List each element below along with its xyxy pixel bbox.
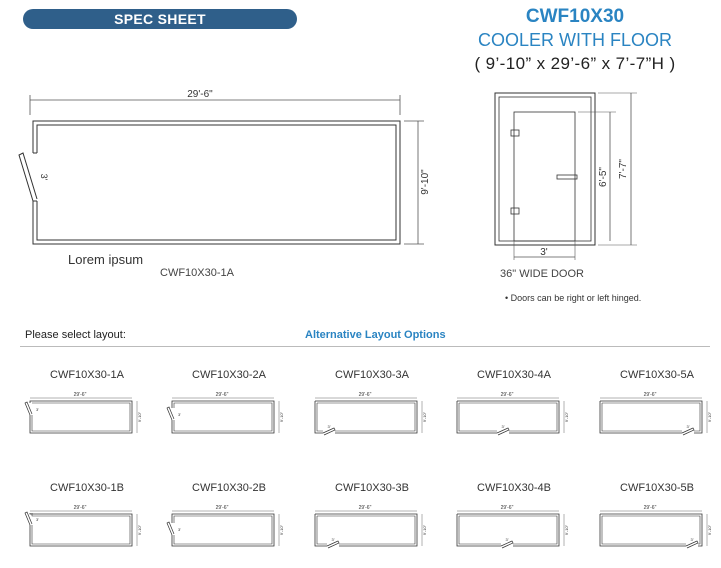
thumb-length-label: 29'-6" (501, 505, 514, 511)
layout-option-thumbnail[interactable]: 29'-6" 3' 9'-10" (162, 501, 287, 551)
plan-note: Lorem ipsum (68, 252, 144, 267)
door-height-label: 6'-5" (598, 167, 609, 187)
hinge-note-text: Doors can be right or left hinged. (510, 293, 642, 303)
section-divider (20, 346, 710, 347)
layout-option-label[interactable]: CWF10X30-3B (335, 482, 409, 494)
layout-option-thumbnail[interactable]: 29'-6" 3' 9'-10" (20, 501, 145, 551)
layout-option-thumbnail[interactable]: 29'-6" 3' 9'-10" (447, 388, 572, 438)
plan-width-label: 9'-10" (420, 169, 431, 195)
thumb-length-label: 29'-6" (216, 505, 229, 511)
thumb-length-label: 29'-6" (359, 505, 372, 511)
plan-door-label: 3' (39, 174, 49, 181)
layout-option-thumbnail[interactable]: 29'-6" 3' 9'-10" (447, 501, 572, 551)
thumb-length-label: 29'-6" (74, 392, 87, 398)
thumb-length-label: 29'-6" (501, 392, 514, 398)
thumb-length-label: 29'-6" (216, 392, 229, 398)
thumb-length-label: 29'-6" (644, 505, 657, 511)
thumb-door-label: 3' (691, 537, 694, 542)
plan-caption: CWF10X30-1A (160, 267, 234, 279)
thumb-width-label: 9'-10" (279, 524, 284, 535)
thumb-door-label: 3' (332, 537, 335, 542)
thumb-door-label: 3' (328, 424, 331, 429)
layout-option-label[interactable]: CWF10X30-2A (192, 369, 266, 381)
layout-option-label[interactable]: CWF10X30-1A (50, 369, 124, 381)
thumb-width-label: 9'-10" (564, 411, 569, 422)
thumb-width-label: 9'-10" (564, 524, 569, 535)
spec-sheet-banner: SPEC SHEET (23, 9, 297, 29)
layout-option-thumbnail[interactable]: 29'-6" 3' 9'-10" (162, 388, 287, 438)
layout-option-label[interactable]: CWF10X30-4B (477, 482, 551, 494)
layout-option-label[interactable]: CWF10X30-3A (335, 369, 409, 381)
layout-option-thumbnail[interactable]: 29'-6" 3' 9'-10" (590, 501, 715, 551)
thumb-width-label: 9'-10" (707, 524, 712, 535)
thumb-width-label: 9'-10" (422, 411, 427, 422)
model-dimensions: ( 9’-10” x 29’-6” x 7’-7”H ) (474, 54, 676, 73)
alternative-layout-heading: Alternative Layout Options (305, 329, 446, 341)
thumb-length-label: 29'-6" (644, 392, 657, 398)
layout-option-thumbnail[interactable]: 29'-6" 3' 9'-10" (590, 388, 715, 438)
select-layout-label: Please select layout: (25, 329, 126, 341)
thumb-width-label: 9'-10" (279, 411, 284, 422)
floor-plan-drawing: 29'-6" 3' 9'-10" (18, 89, 431, 245)
bullet-icon: • (505, 293, 509, 303)
layout-option-label[interactable]: CWF10X30-1B (50, 482, 124, 494)
thumb-length-label: 29'-6" (74, 505, 87, 511)
thumb-door-label: 3' (36, 517, 39, 522)
layout-option-label[interactable]: CWF10X30-2B (192, 482, 266, 494)
door-caption: 36" WIDE DOOR (500, 268, 584, 280)
layout-option-label[interactable]: CWF10X30-5A (620, 369, 694, 381)
thumb-door-label: 3' (178, 412, 181, 417)
thumb-width-label: 9'-10" (707, 411, 712, 422)
layout-option-thumbnail[interactable]: 29'-6" 3' 9'-10" (20, 388, 145, 438)
plan-length-label: 29'-6" (187, 89, 213, 100)
thumb-door-label: 3' (502, 424, 505, 429)
model-type: COOLER WITH FLOOR (477, 30, 672, 50)
thumb-door-label: 3' (506, 537, 509, 542)
thumb-door-label: 3' (178, 527, 181, 532)
thumb-length-label: 29'-6" (359, 392, 372, 398)
thumb-door-label: 3' (36, 407, 39, 412)
layout-option-thumbnail[interactable]: 29'-6" 3' 9'-10" (305, 501, 430, 551)
thumb-door-label: 3' (687, 424, 690, 429)
model-code: CWF10X30 (525, 6, 625, 27)
thumb-width-label: 9'-10" (137, 411, 142, 422)
door-width-label: 3' (540, 247, 548, 258)
thumb-width-label: 9'-10" (137, 524, 142, 535)
hinge-note: • Doors can be right or left hinged. (505, 293, 641, 303)
door-elevation-drawing: 6'-5" 7'-7" 3' (494, 92, 637, 260)
total-height-label: 7'-7" (618, 159, 629, 179)
layout-option-label[interactable]: CWF10X30-4A (477, 369, 551, 381)
layout-option-thumbnail[interactable]: 29'-6" 3' 9'-10" (305, 388, 430, 438)
thumb-width-label: 9'-10" (422, 524, 427, 535)
layout-option-label[interactable]: CWF10X30-5B (620, 482, 694, 494)
